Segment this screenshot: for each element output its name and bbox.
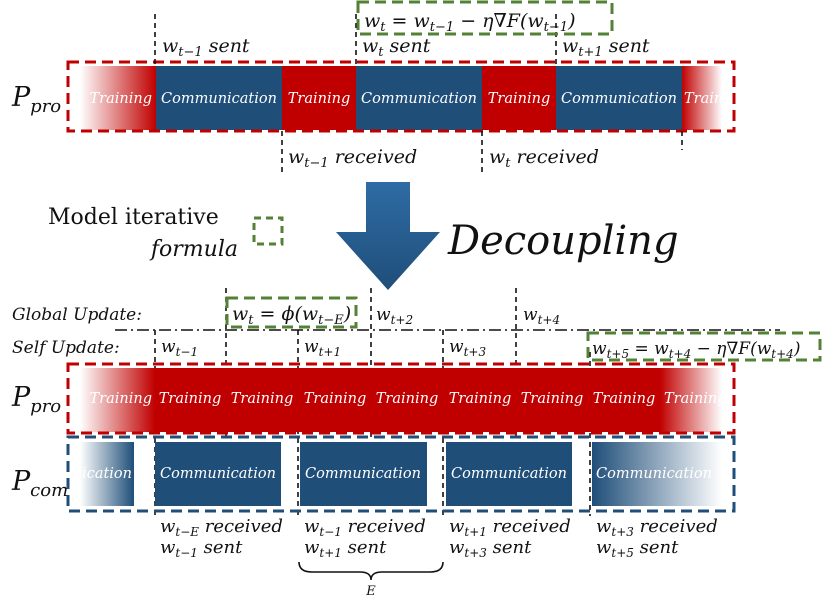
com-seg-2-bg bbox=[300, 442, 427, 506]
note-sent-1: wt+1 sent bbox=[304, 537, 387, 560]
top-seg-label-4: Training bbox=[488, 91, 550, 107]
pro-seg-label-0: Training bbox=[90, 391, 152, 407]
com-seg-label-4: Communication bbox=[596, 466, 712, 482]
top-row-label: Ppro bbox=[11, 82, 61, 117]
pro-seg-end-bg bbox=[660, 368, 722, 432]
pro-seg-label-8: Training bbox=[664, 391, 726, 407]
top-seg-label-5: Communication bbox=[561, 91, 677, 107]
com-seg-label-2: Communication bbox=[305, 466, 421, 482]
global-update-label: Global Update: bbox=[12, 305, 142, 325]
top-seg-communication-3-bg bbox=[356, 66, 482, 130]
top-sent-label-1: wt sent bbox=[362, 35, 431, 60]
period-brace-icon bbox=[298, 561, 444, 581]
top-formula-box bbox=[356, 0, 614, 36]
com-seg-label-0: Communication bbox=[16, 466, 132, 482]
self-update-label: Self Update: bbox=[12, 338, 120, 358]
pro-seg-0-bg bbox=[80, 368, 155, 432]
top-processor-border bbox=[66, 60, 736, 133]
top-seg-label-6: Training bbox=[684, 91, 746, 107]
top-received-label-1: wt received bbox=[489, 146, 599, 171]
pro-seg-label-7: Training bbox=[593, 391, 655, 407]
top-seg-training-4-bg bbox=[482, 66, 556, 130]
note-sent-3: wt+5 sent bbox=[596, 537, 679, 560]
com-seg-0-bg bbox=[80, 442, 134, 506]
com-seg-label-3: Communication bbox=[451, 466, 567, 482]
top-seg-label-1: Communication bbox=[161, 91, 277, 107]
top-seg-communication-5-bg bbox=[556, 66, 682, 130]
self-value-0: wt−1 bbox=[161, 337, 198, 359]
com-seg-4-bg bbox=[592, 442, 722, 506]
brace-label: E bbox=[365, 584, 376, 599]
top-sent-label-2: wt+1 sent bbox=[562, 35, 650, 60]
global-formula-box bbox=[225, 296, 358, 329]
pro-seg-label-5: Training bbox=[449, 391, 511, 407]
com-seg-3-bg bbox=[446, 442, 572, 506]
top-seg-label-3: Communication bbox=[361, 91, 477, 107]
decoupling-label: Decoupling bbox=[447, 218, 679, 264]
note-received-0: wt−E received bbox=[160, 516, 283, 539]
top-seg-label-0: Training bbox=[90, 91, 152, 107]
top-seg-training-2-bg bbox=[282, 66, 356, 130]
bottom-training-bar: Training Training Training Training Trai… bbox=[80, 368, 726, 432]
note-received-2: wt+1 received bbox=[449, 516, 571, 539]
pro-seg-label-6: Training bbox=[521, 391, 583, 407]
self-value-1: wt+1 bbox=[304, 337, 341, 359]
legend-line-2: formula bbox=[149, 237, 238, 262]
global-value-0: wt+2 bbox=[376, 305, 413, 327]
global-value-1: wt+4 bbox=[523, 305, 560, 327]
top-seg-training-0-bg bbox=[80, 66, 156, 130]
pro-seg-label-4: Training bbox=[376, 391, 438, 407]
com-row-label: Pcom bbox=[11, 466, 68, 501]
note-received-3: wt+3 received bbox=[596, 516, 718, 539]
global-formula: wt = ϕ(wt−E) bbox=[232, 303, 351, 328]
legend-swatch bbox=[252, 216, 284, 246]
top-seg-training-6-bg bbox=[682, 66, 722, 130]
legend-line-1: Model iterative bbox=[48, 205, 219, 230]
top-time-markers bbox=[154, 14, 683, 176]
top-seg-label-2: Training bbox=[288, 91, 350, 107]
decoupling-arrow-icon bbox=[336, 182, 440, 290]
self-value-2: wt+3 bbox=[449, 337, 486, 359]
com-seg-1-bg bbox=[155, 442, 281, 506]
note-received-1: wt−1 received bbox=[304, 516, 426, 539]
self-formula-box bbox=[586, 331, 822, 362]
bottom-communication-bar: Communication Communication Communicatio… bbox=[16, 442, 722, 506]
top-formula: wt = wt−1 − η∇F(wt−1) bbox=[364, 10, 575, 35]
note-sent-2: wt+3 sent bbox=[449, 537, 532, 560]
pro-row-label: Ppro bbox=[11, 382, 61, 417]
top-segment-bar: Training Communication Training Communic… bbox=[80, 66, 746, 130]
note-sent-0: wt−1 sent bbox=[160, 537, 243, 560]
pro-seg-mid-bg bbox=[155, 368, 660, 432]
pro-seg-label-2: Training bbox=[231, 391, 293, 407]
com-seg-label-1: Communication bbox=[160, 466, 276, 482]
pro-seg-label-3: Training bbox=[304, 391, 366, 407]
top-sent-label-0: wt−1 sent bbox=[162, 35, 250, 60]
pro-seg-label-1: Training bbox=[159, 391, 221, 407]
self-formula: wt+5 = wt+4 − η∇F(wt+4) bbox=[592, 339, 800, 361]
bottom-communication-border bbox=[66, 435, 736, 513]
top-seg-communication-1-bg bbox=[156, 66, 282, 130]
bottom-processor-border bbox=[66, 362, 736, 435]
top-received-label-0: wt−1 received bbox=[288, 146, 417, 171]
